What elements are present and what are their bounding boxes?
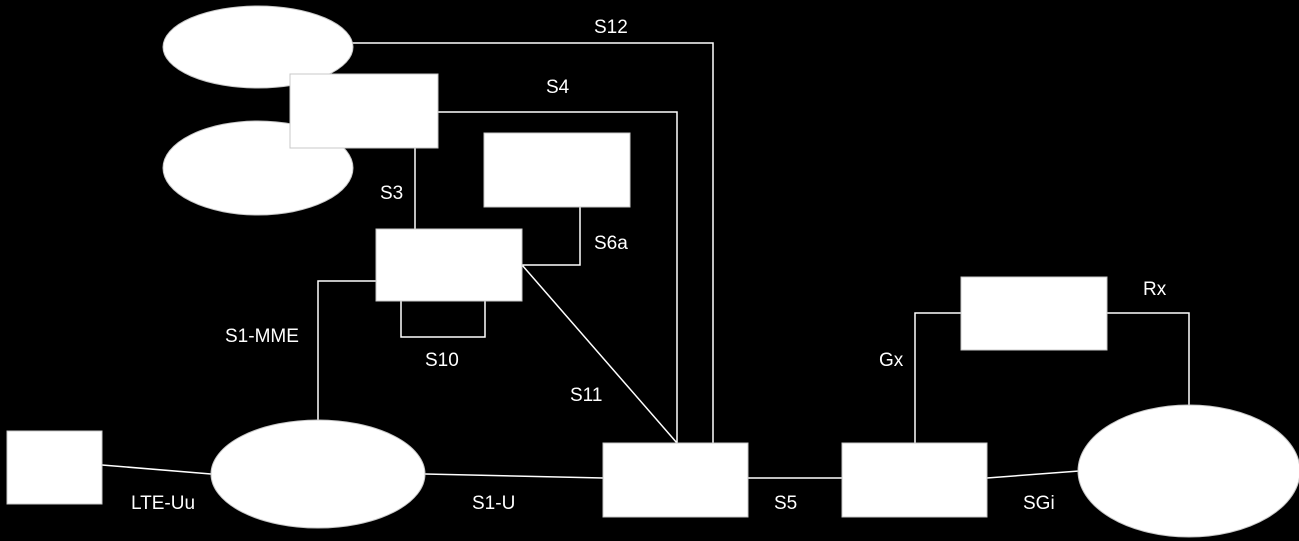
s10-loop [400,301,486,338]
lte-uu-label: LTE-Uu [131,493,195,514]
nodes [6,5,1299,538]
s1-mme-link [317,280,376,420]
s11-link [521,264,678,444]
serving-box-node [602,442,749,518]
s5-label: S5 [774,493,797,514]
s11-label: S11 [570,385,602,406]
s12-link [352,42,714,443]
connections [101,42,1190,479]
sgi-link [986,470,1080,479]
upper-box-node [289,73,439,149]
s3-label: S3 [380,183,403,204]
central-box-node [375,228,523,302]
s4-label: S4 [546,77,570,98]
rx-link [1107,312,1190,405]
s6a-label: S6a [594,233,628,254]
s4-link [438,111,678,443]
s1-u-link [424,473,604,479]
terminal-box-node [6,430,103,505]
gx-label: Gx [879,350,904,371]
s1-u-label: S1-U [472,493,515,514]
gx-link [914,312,961,443]
gateway-box-node [841,442,988,518]
s6a-link [522,207,581,266]
interface-labels: S12 S4 S3 S6a S1-MME S10 S11 LTE-Uu S1-U… [131,17,1167,514]
policy-box-node [960,276,1108,351]
s1-mme-label: S1-MME [225,326,299,347]
lte-uu-link [101,464,212,475]
rx-label: Rx [1143,279,1167,300]
s12-label: S12 [594,17,628,38]
sgi-label: SGi [1023,493,1055,514]
s10-label: S10 [425,350,459,371]
right-top-box-node [483,132,631,208]
top-ellipse-node [162,5,354,89]
access-ellipse-node [210,419,426,529]
network-ellipse-node [1077,404,1299,538]
